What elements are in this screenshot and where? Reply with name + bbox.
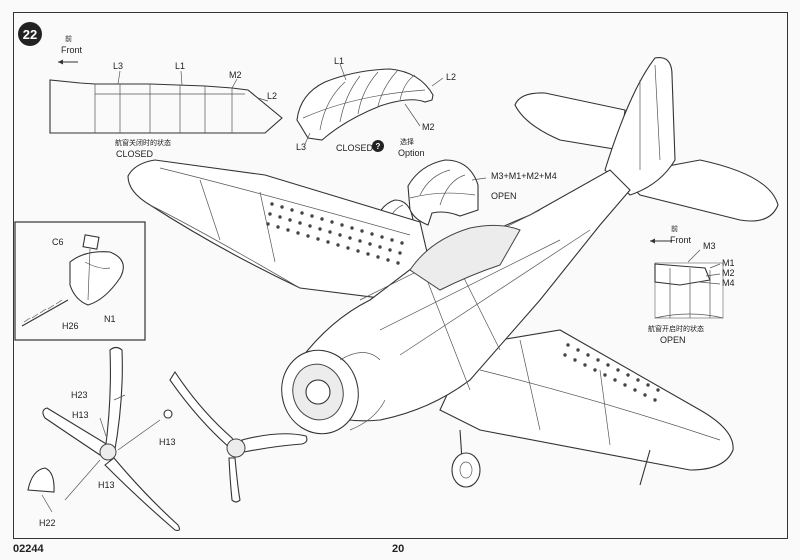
canopy-closed-caption: CLOSED bbox=[336, 143, 374, 153]
prop-label-h13-right: H13 bbox=[159, 437, 176, 447]
closed-canopy-part bbox=[296, 63, 444, 145]
step-number-badge: 22 bbox=[18, 22, 42, 46]
open-label-m2: M2 bbox=[722, 268, 735, 278]
canopy-label-l2: L2 bbox=[446, 72, 457, 82]
option-label-cn: 选择 bbox=[400, 139, 414, 146]
page-number: 20 bbox=[392, 543, 405, 555]
part-label-l1: L1 bbox=[175, 61, 186, 71]
kit-number: 02244 bbox=[13, 543, 44, 555]
canopy-label-m2: M2 bbox=[422, 122, 435, 132]
propeller-assembly-detail bbox=[27, 346, 180, 531]
open-caption: OPEN bbox=[491, 191, 517, 201]
closed-caption-cn: 航窗关闭时的状态 bbox=[115, 140, 171, 147]
option-label-en: Option bbox=[398, 148, 425, 158]
page-border bbox=[13, 12, 788, 539]
part-label-l2: L2 bbox=[267, 91, 278, 101]
right-dive-brake-perforations bbox=[563, 343, 660, 402]
inset-label-n1: N1 bbox=[104, 314, 116, 324]
open-label-m1: M1 bbox=[722, 258, 735, 268]
left-dive-brake-perforations bbox=[266, 202, 404, 265]
inset-label-c6: C6 bbox=[52, 237, 64, 247]
prop-label-h22: H22 bbox=[39, 518, 56, 528]
prop-label-h23: H23 bbox=[71, 390, 88, 400]
open-front-label-en: Front bbox=[670, 235, 692, 245]
rudder-inset-box bbox=[14, 221, 146, 341]
canopy-label-l3: L3 bbox=[296, 142, 307, 152]
front-label-cn: 前 bbox=[65, 36, 72, 43]
open-canopy-profile bbox=[650, 238, 724, 319]
option-badge: ? bbox=[372, 140, 384, 152]
closed-canopy-profile bbox=[49, 59, 283, 134]
prop-label-h13-bottom: H13 bbox=[98, 480, 115, 490]
canopy-label-l1: L1 bbox=[334, 56, 345, 66]
open-label-m3: M3 bbox=[703, 241, 716, 251]
open-parts-label: M3+M1+M2+M4 bbox=[491, 171, 557, 181]
open-label-m4: M4 bbox=[722, 278, 735, 288]
inset-label-h26: H26 bbox=[62, 321, 79, 331]
part-label-l3: L3 bbox=[113, 61, 124, 71]
aircraft-drawing bbox=[127, 57, 779, 503]
front-label-en: Front bbox=[61, 45, 83, 55]
prop-label-h13-left: H13 bbox=[72, 410, 89, 420]
open-front-label-cn: 前 bbox=[671, 226, 678, 233]
open-caption-cn: 航窗开启时的状态 bbox=[648, 326, 704, 333]
part-label-m2: M2 bbox=[229, 70, 242, 80]
open-caption-en: OPEN bbox=[660, 335, 686, 345]
closed-caption-en: CLOSED bbox=[116, 149, 154, 159]
